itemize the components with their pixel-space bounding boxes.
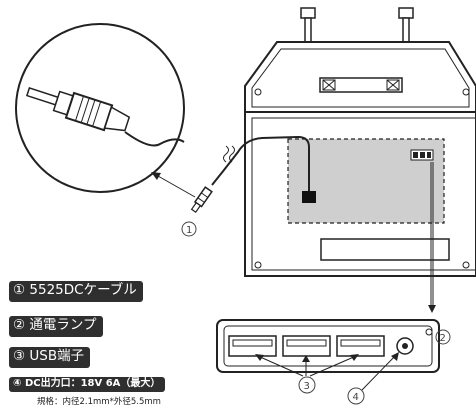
zoom-arrow (151, 172, 196, 198)
callout-2-circle (435, 329, 451, 345)
port-panel (216, 319, 440, 373)
label-usb-port: ③ USB端子 (9, 347, 91, 368)
callout-3-text: 3 (304, 381, 310, 392)
label-dc-output: ④ DC出力口：18V 6A（最大） (9, 377, 166, 392)
dc-socket-inside (302, 191, 316, 203)
callout-2-text: 2 (440, 333, 446, 344)
lamp-pointer (428, 162, 436, 313)
dc-plug (190, 186, 213, 214)
hanging-straps (300, 7, 414, 43)
callout-3-circle (298, 376, 316, 394)
callout-1-circle (181, 221, 197, 237)
panel-lower-slot (320, 238, 450, 261)
power-lamp (425, 328, 433, 336)
callout-4-circle (347, 387, 365, 405)
dc-spec-text: 規格：内径2.1mm*外径5.5mm (37, 397, 161, 407)
callout-4-text: 4 (353, 392, 359, 403)
label-cable: ① 5525DCケーブル (9, 281, 143, 302)
label-power-lamp: ② 通電ランプ (9, 316, 103, 337)
usb-callout-arrows (255, 354, 359, 377)
dc-cable (211, 135, 310, 191)
bag-panel-body (244, 111, 476, 277)
magnified-plug-inset (15, 23, 185, 193)
dc-callout-arrow (361, 352, 399, 391)
callout-1-text: 1 (186, 225, 192, 236)
bag-top-flap (244, 41, 476, 113)
